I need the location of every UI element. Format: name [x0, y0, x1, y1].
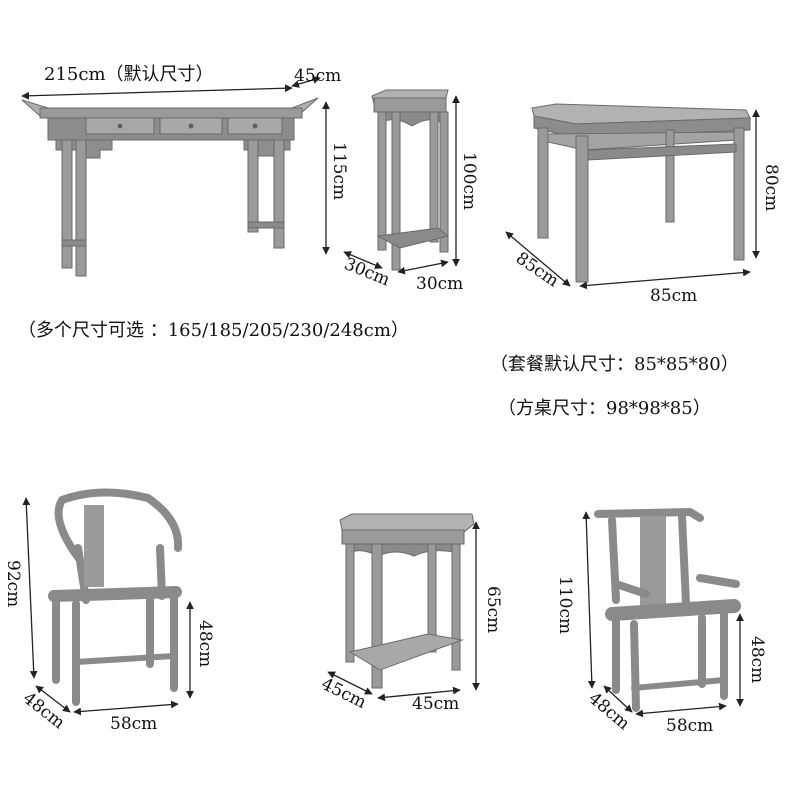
round-chair-height-label: 92cm — [3, 560, 23, 608]
size-options-note: （多个尺寸可选 ：165/185/205/230/248cm） — [18, 320, 409, 341]
hat-chair-height-label: 110cm — [555, 576, 575, 635]
altar-height-label: 115cm — [329, 142, 349, 201]
table-width-label: 85cm — [650, 286, 698, 306]
dimension-lines — [21, 76, 760, 718]
stand-height-label: 100cm — [459, 152, 479, 211]
side-table-height-label: 65cm — [483, 586, 503, 634]
round-back-chair — [48, 488, 183, 706]
hat-chair-width-label: 58cm — [666, 716, 714, 736]
altar-width-label: 215cm（默认尺寸） — [44, 64, 214, 85]
square-table — [531, 103, 751, 283]
stand-width-label: 30cm — [416, 274, 464, 294]
official-hat-chair — [594, 507, 741, 712]
altar-table — [21, 97, 319, 277]
square-table-size-note: （方桌尺寸：98*98*85） — [498, 398, 711, 419]
side-table — [339, 513, 475, 689]
set-default-note: （套餐默认尺寸：85*85*80） — [490, 354, 739, 375]
plant-stand — [371, 89, 450, 271]
hat-chair-seat-height-label: 48cm — [747, 636, 767, 684]
side-table-width-label: 45cm — [412, 694, 460, 714]
table-height-label: 80cm — [761, 164, 781, 212]
altar-depth-label: 45cm — [294, 66, 342, 86]
round-chair-seat-height-label: 48cm — [195, 620, 215, 668]
round-chair-width-label: 58cm — [110, 714, 158, 734]
